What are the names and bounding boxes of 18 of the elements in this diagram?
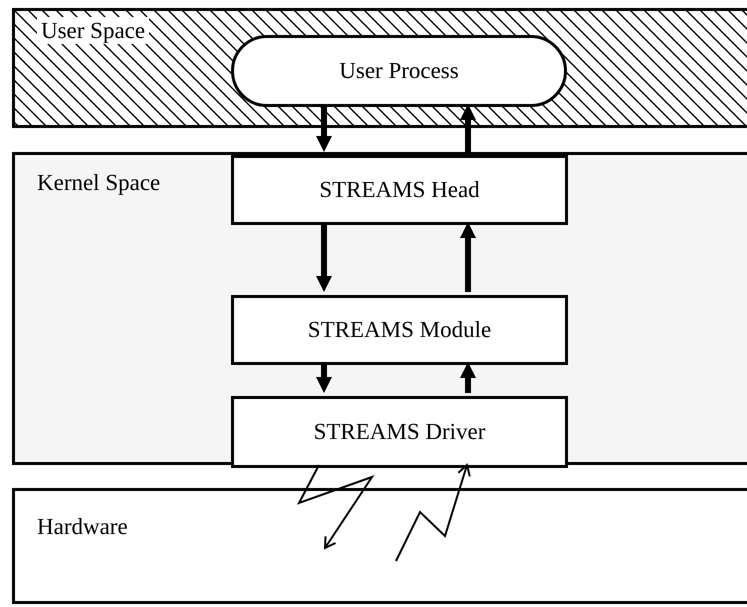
region-panel <box>12 152 747 465</box>
process-box: STREAMS Head <box>231 155 568 225</box>
region-panel <box>12 488 747 604</box>
arrow <box>316 362 332 393</box>
process-box: STREAMS Driver <box>231 396 568 468</box>
arrow <box>460 362 476 393</box>
arrow <box>460 222 476 292</box>
region-label: Hardware <box>37 515 128 538</box>
arrow <box>316 222 332 292</box>
hatched-region <box>12 8 747 128</box>
process-pill: User Process <box>231 35 567 107</box>
arrow <box>460 104 476 152</box>
lightning-arrow <box>395 464 471 562</box>
region-label: Kernel Space <box>37 171 160 194</box>
region-label: User Space <box>37 17 150 44</box>
arrow <box>316 104 332 152</box>
lightning-arrow <box>296 464 374 549</box>
process-box: STREAMS Module <box>231 295 568 365</box>
